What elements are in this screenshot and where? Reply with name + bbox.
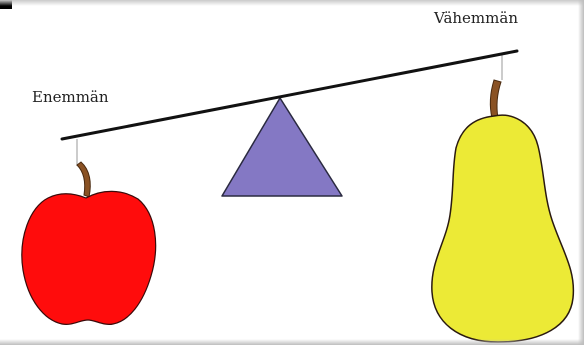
label-less: Vähemmän (434, 9, 518, 27)
frame-shadow-right (578, 0, 584, 345)
apple-shape (22, 191, 156, 324)
fulcrum-triangle (222, 98, 342, 196)
frame-shadow-top (0, 0, 584, 6)
label-more: Enemmän (32, 88, 109, 106)
pear-stem (490, 80, 501, 118)
apple-stem (77, 162, 90, 197)
frame-shadow-bottom (0, 339, 584, 345)
pear-shape (432, 115, 574, 342)
